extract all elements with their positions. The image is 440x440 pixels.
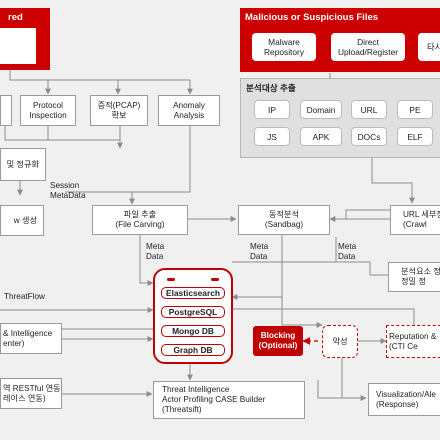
target-url[interactable]: URL (351, 100, 387, 119)
meta-data-c-line2: Data (338, 251, 356, 261)
partial-collect-box[interactable] (0, 95, 12, 126)
intelligence-center-line1: & Intelligence (3, 328, 53, 338)
malicious-verdict-box[interactable]: 악성 (322, 325, 358, 358)
meta-data-label-a: Meta Data (146, 242, 164, 262)
normalize-label: 및 정규화 (6, 159, 39, 169)
database-top-icon (167, 276, 219, 284)
file-carving-line1: 파일 추출 (123, 210, 157, 220)
threatsift-line2: Actor Profiling CASE Builder (162, 395, 266, 405)
url-crawl-line2: (Crawl (403, 220, 427, 229)
restful-line1: 역 RESTful 연동 (3, 383, 61, 393)
db-graphdb: Graph DB (161, 344, 225, 356)
meta-data-c-line1: Meta (338, 242, 357, 251)
threatsift-box[interactable]: Threat Intelligence Actor Profiling CASE… (153, 381, 305, 419)
file-carving-line2: (File Carving) (115, 220, 165, 229)
direct-upload-line2: Upload/Register (337, 47, 399, 57)
sandbag-line1: 동적분석 (268, 210, 300, 220)
visualization-line1: Visualization/Ale (376, 389, 436, 399)
threatsift-line1: Threat Intelligence (162, 385, 230, 395)
blocking-optional-box[interactable]: Blocking (Optional) (253, 326, 303, 356)
analysis-request-box[interactable]: 분석요소 정 정밀 정 (388, 262, 440, 292)
malware-repository-box[interactable]: Malware Repository (252, 33, 316, 61)
target-pe[interactable]: PE (397, 100, 433, 119)
target-elf[interactable]: ELF (397, 127, 433, 146)
reputation-line2: (CTI Ce (389, 341, 418, 351)
malicious-verdict-label: 악성 (332, 336, 348, 346)
restful-line2: 레이스 연동) (3, 393, 46, 403)
anomaly-analysis-box[interactable]: Anomaly Analysis (158, 95, 220, 126)
third-party-label: 타사 (427, 42, 440, 52)
direct-upload-box[interactable]: Direct Upload/Register (331, 33, 405, 61)
flow-create-box[interactable]: w 생성 (0, 205, 44, 236)
restful-integration-box[interactable]: 역 RESTful 연동 레이스 연동) (0, 378, 62, 409)
meta-data-b-line2: Data (250, 251, 268, 261)
visualization-line2: (Response) (376, 399, 419, 409)
reputation-cti-box[interactable]: Reputation & (CTI Ce (386, 325, 440, 358)
protocol-inspection-line1: Protocol (32, 100, 64, 110)
reputation-line1: Reputation & (389, 331, 437, 341)
session-metadata-line1: Session (50, 181, 80, 190)
malicious-files-panel-title: Malicious or Suspicious Files (245, 12, 379, 23)
url-crawl-box[interactable]: URL 세부정 (Crawl (390, 205, 440, 235)
malware-repository-line1: Malware (268, 36, 300, 47)
session-metadata-line2: MetaData (50, 190, 86, 200)
db-elasticsearch: Elasticsearch (161, 287, 225, 299)
normalize-box[interactable]: 및 정규화 (0, 148, 46, 181)
target-docs[interactable]: DOCs (351, 127, 387, 146)
target-ip[interactable]: IP (254, 100, 290, 119)
blocking-line2: (Optional) (258, 341, 298, 350)
protocol-inspection-box[interactable]: Protocol Inspection (20, 95, 76, 126)
target-apk[interactable]: APK (300, 127, 342, 146)
db-postgresql: PostgreSQL (161, 306, 225, 318)
database-stack[interactable]: Elasticsearch PostgreSQL Mongo DB Graph … (153, 268, 233, 364)
url-crawl-line1: URL 세부정 (403, 210, 440, 220)
analysis-targets-title: 분석대상 추출 (246, 83, 296, 93)
analysis-request-line1: 분석요소 정 (401, 267, 440, 277)
target-domain[interactable]: Domain (300, 100, 342, 119)
blocking-line1: Blocking (260, 331, 296, 341)
file-carving-box[interactable]: 파일 추출 (File Carving) (92, 205, 188, 235)
intelligence-center-box[interactable]: & Intelligence enter) (0, 323, 62, 354)
meta-data-b-line1: Meta (250, 242, 269, 251)
meta-data-a-line1: Meta (146, 242, 165, 251)
visualization-response-box[interactable]: Visualization/Ale (Response) (368, 383, 440, 416)
collect-source-inner-box (0, 28, 36, 64)
target-js[interactable]: JS (254, 127, 290, 146)
pcap-capture-line1: 증적(PCAP) (97, 100, 141, 110)
anomaly-analysis-line1: Anomaly (173, 100, 205, 110)
meta-data-label-c: Meta Data (338, 242, 356, 262)
analysis-request-line2: 정밀 정 (401, 277, 426, 286)
collect-source-panel-title: red (8, 12, 23, 23)
direct-upload-line1: Direct (357, 36, 379, 47)
anomaly-analysis-line2: Analysis (173, 110, 205, 120)
db-mongodb: Mongo DB (161, 325, 225, 337)
sandbag-box[interactable]: 동적분석 (Sandbag) (238, 205, 330, 235)
session-metadata-label: Session MetaData (50, 181, 86, 201)
protocol-inspection-line2: Inspection (29, 110, 67, 120)
meta-data-label-b: Meta Data (250, 242, 268, 262)
malware-repository-line2: Repository (263, 47, 305, 57)
intelligence-center-line2: enter) (3, 338, 25, 348)
pcap-capture-box[interactable]: 증적(PCAP) 확보 (90, 95, 148, 126)
third-party-box[interactable]: 타사 (418, 33, 440, 61)
flow-create-label: w 생성 (13, 215, 37, 225)
threatsift-line3: (Threatsift) (162, 404, 202, 414)
threatflow-label: ThreatFlow (4, 292, 45, 301)
sandbag-line2: (Sandbag) (264, 220, 304, 229)
meta-data-a-line2: Data (146, 251, 164, 261)
pcap-capture-line2: 확보 (111, 110, 127, 120)
